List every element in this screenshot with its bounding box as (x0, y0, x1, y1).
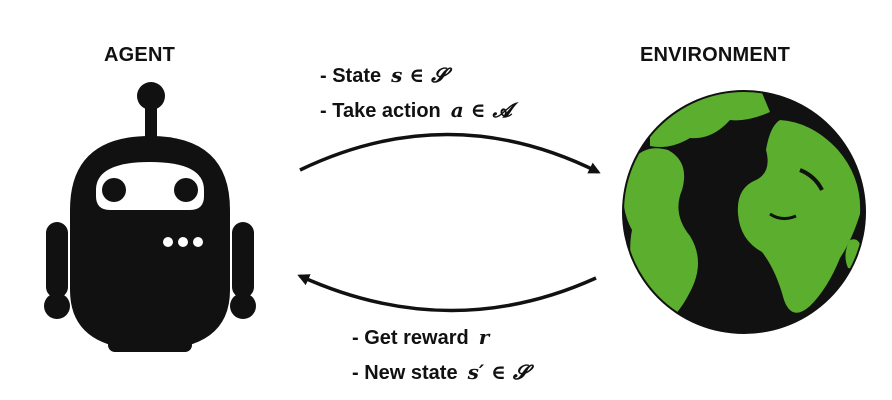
agent-title: AGENT (104, 44, 175, 66)
new-state-text: - New state (352, 362, 458, 384)
reward-caption: - Get reward r - New state s′ ∈ 𝓢 (352, 320, 528, 390)
reward-text: - Get reward (352, 327, 469, 349)
state-line: - State s ∈ 𝓢 (320, 58, 512, 93)
state-math: s ∈ 𝓢 (391, 63, 447, 87)
globe-icon (622, 90, 866, 334)
action-line: - Take action a ∈ 𝓐 (320, 93, 512, 128)
state-text: - State (320, 65, 382, 87)
robot-icon (44, 82, 256, 352)
action-caption: - State s ∈ 𝓢 - Take action a ∈ 𝓐 (320, 58, 512, 128)
agent-to-environment-arrow (299, 132, 601, 174)
environment-to-agent-arrow (297, 274, 597, 313)
action-math: a ∈ 𝓐 (450, 98, 512, 122)
new-state-line: - New state s′ ∈ 𝓢 (352, 355, 528, 390)
reward-math: r (478, 325, 490, 349)
new-state-math: s′ ∈ 𝓢 (467, 360, 529, 384)
environment-title: ENVIRONMENT (640, 44, 790, 66)
reward-line: - Get reward r (352, 320, 528, 355)
action-text: - Take action (320, 100, 441, 122)
